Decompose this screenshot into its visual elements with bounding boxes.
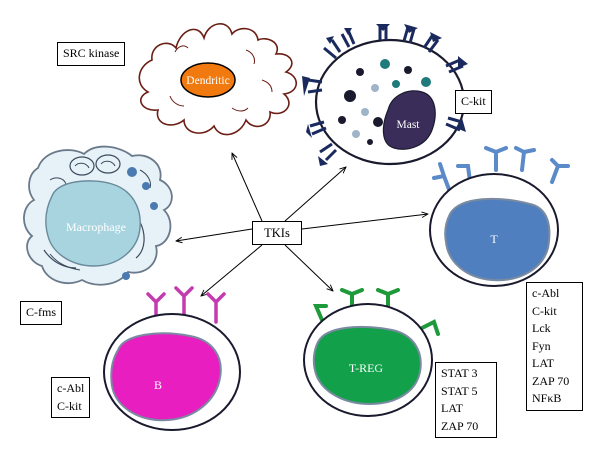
treg-label: T-REG: [349, 361, 384, 375]
target-item: c-Abl: [57, 381, 85, 395]
target-item: C-fms: [26, 305, 56, 319]
arrow-to-t: [301, 214, 428, 230]
macrophage-nucleus: [45, 180, 141, 267]
target-item: LAT: [532, 356, 554, 370]
target-item: c-Abl: [532, 286, 560, 300]
t-targets-box: c-Abl C-kit Lck Fyn LAT ZAP 70 NFκB: [526, 282, 583, 411]
t-nucleus: [444, 197, 551, 282]
mast-receptor-heads: [302, 24, 468, 166]
arrow-to-b: [201, 244, 263, 296]
macrophage-targets-box: C-fms: [20, 301, 62, 325]
macrophage-label: Macrophage: [66, 220, 126, 234]
tkis-label: TKIs: [264, 225, 290, 240]
target-item: Lck: [532, 321, 551, 335]
target-item: STAT 5: [441, 383, 478, 398]
dendritic-cell: Dendritic: [138, 23, 298, 136]
treg-receptors: [312, 288, 440, 336]
target-item: C-kit: [461, 94, 486, 108]
t-receptors: [432, 146, 570, 194]
dendritic-nucleus: [180, 62, 236, 98]
dendritic-targets-box: SRC kinase: [57, 42, 126, 66]
macrophage-cell: Macrophage: [23, 145, 173, 286]
b-cell: B: [103, 286, 241, 431]
target-item: SRC kinase: [63, 46, 120, 60]
treg-cell: T-REG: [303, 288, 440, 417]
target-item: ZAP 70: [441, 418, 479, 433]
target-item: NFκB: [532, 391, 562, 405]
target-item: C-kit: [532, 303, 557, 318]
b-targets-box: c-Abl C-kit: [51, 377, 91, 418]
treg-targets-box: STAT 3 STAT 5 LAT ZAP 70: [435, 362, 497, 438]
mast-granules: [338, 59, 431, 145]
tkis-center-box: TKIs: [252, 221, 302, 245]
target-item: Fyn: [532, 338, 551, 353]
b-label: B: [154, 378, 162, 392]
t-cell: T: [429, 146, 570, 287]
treg-nucleus: [312, 325, 422, 406]
mast-nucleus: [382, 90, 436, 150]
arrows: [176, 153, 428, 296]
dendritic-label: Dendritic: [186, 75, 229, 87]
target-item: STAT 3: [441, 366, 478, 380]
mast-cell: Mast: [302, 24, 468, 166]
arrow-to-mast: [284, 167, 346, 222]
arrow-to-macrophage: [176, 228, 253, 241]
arrow-to-dendritic: [232, 153, 263, 222]
mast-receptors: [307, 26, 464, 162]
mast-targets-box: C-kit: [455, 90, 492, 114]
target-item: C-kit: [57, 398, 82, 413]
target-item: ZAP 70: [532, 373, 570, 388]
b-nucleus: [110, 332, 222, 422]
t-label: T: [490, 232, 498, 246]
target-item: LAT: [441, 401, 463, 415]
arrow-to-treg: [284, 244, 333, 291]
mast-label: Mast: [397, 119, 421, 131]
